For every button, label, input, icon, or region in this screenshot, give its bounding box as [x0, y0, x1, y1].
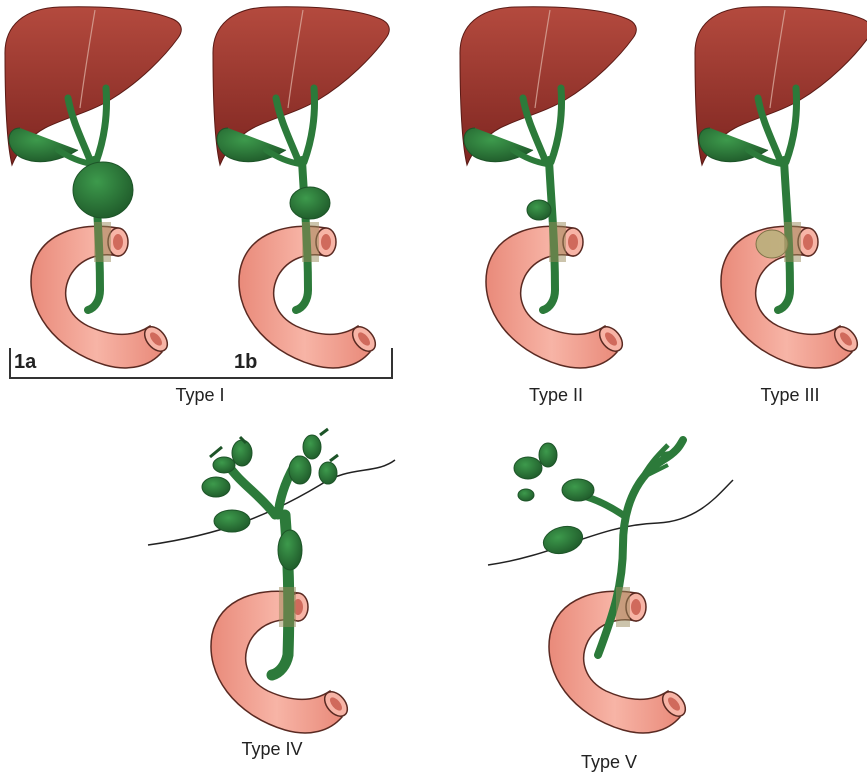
label-type-2: Type II [529, 385, 583, 405]
illustration-type-3 [695, 7, 867, 368]
label-1a: 1a [14, 351, 37, 373]
label-type-3: Type III [760, 385, 819, 405]
label-1b: 1b [234, 351, 257, 373]
illustration-type-1a [5, 7, 181, 368]
illustration-type-1b [213, 7, 389, 368]
illustration-type-2 [460, 7, 636, 368]
label-type-4: Type IV [241, 739, 302, 759]
label-type-5: Type V [581, 752, 637, 772]
illustration-type-4 [148, 429, 395, 733]
label-type-1: Type I [175, 385, 224, 405]
illustration-type-5 [488, 440, 733, 733]
